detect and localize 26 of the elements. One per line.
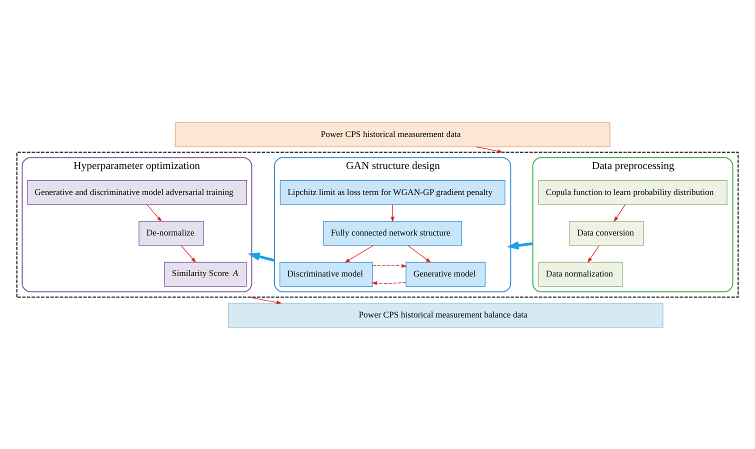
node-box: Generative and discriminative model adversarial training: [26, 180, 247, 204]
node-box: Generative model: [406, 261, 486, 286]
arrow: [506, 240, 533, 250]
node-box: Similarity Score A: [164, 261, 247, 286]
node-box: Fully connected network structure: [323, 220, 462, 246]
arrow: [390, 204, 394, 222]
arrow: [408, 244, 432, 262]
arrow: [614, 204, 626, 222]
node-box: De-normalize: [138, 220, 204, 246]
node-box: Power CPS historical measurement data: [174, 122, 610, 147]
node-box: Power CPS historical measurement balance data: [228, 302, 664, 328]
arrow: [146, 204, 162, 222]
node-box: Lipchitz limit as loss term for WGAN-GP gradient penalty: [280, 180, 506, 204]
arrow: [476, 146, 503, 153]
arrow: [588, 244, 600, 262]
arrow: [180, 244, 196, 262]
node-box: Copula function to learn probability distribution: [538, 180, 728, 204]
arrow: [372, 280, 406, 285]
arrow: [248, 252, 275, 262]
node-box: Data normalization: [538, 261, 623, 286]
arrow: [344, 244, 374, 262]
arrow: [372, 264, 407, 268]
node-box: Data conversion: [569, 220, 644, 246]
arrow: [249, 296, 282, 304]
cluster: [16, 151, 739, 298]
node-box: Discriminative model: [280, 261, 373, 286]
